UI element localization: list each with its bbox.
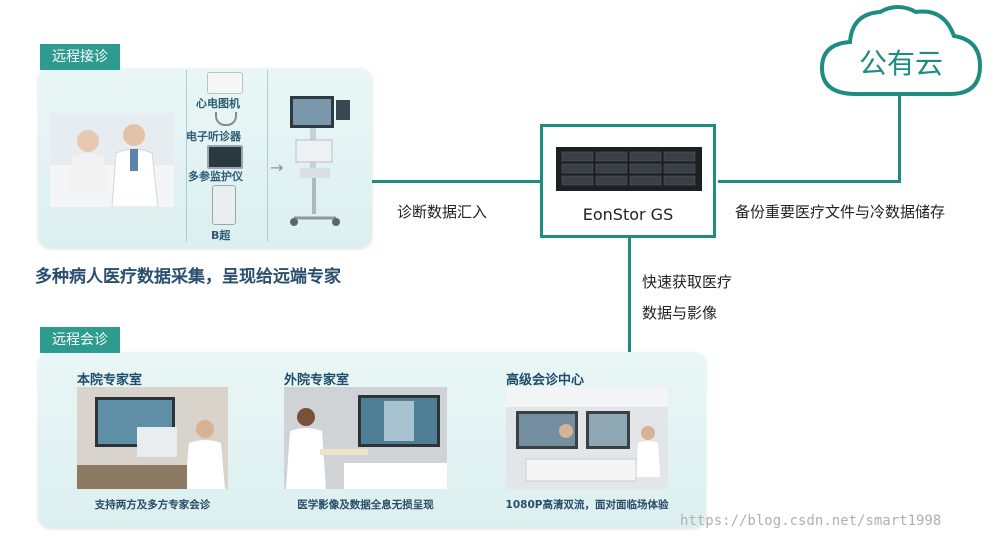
ecg-machine-icon <box>207 72 243 94</box>
room-title-local-experts: 本院专家室 <box>77 373 143 388</box>
arrow-right-icon: → <box>270 158 284 177</box>
public-cloud-label: 公有云 <box>858 47 943 80</box>
eonstor-gs-box: EonStor GS <box>540 124 716 238</box>
connector-consult-to-storage <box>372 180 542 183</box>
monitor-icon <box>207 145 243 169</box>
device-label-ultrasound: B超 <box>211 229 231 242</box>
ultrasound-icon <box>212 185 236 225</box>
external-experts-room-photo <box>284 387 447 489</box>
doctor-patient-photo <box>50 113 174 207</box>
connector-storage-to-conference <box>628 238 631 354</box>
eonstor-gs-label: EonStor GS <box>582 205 674 224</box>
room-title-external-experts: 外院专家室 <box>284 373 350 388</box>
flow-label-fast-access-1: 快速获取医疗 <box>642 273 733 291</box>
device-column <box>186 70 268 242</box>
device-label-monitor: 多参监护仪 <box>188 170 243 183</box>
remote-consult-caption: 多种病人医疗数据采集，呈现给远端专家 <box>35 267 341 287</box>
caption-external-experts: 医学影像及数据全息无损呈现 <box>297 499 434 511</box>
connector-storage-to-cloud-h <box>718 180 900 183</box>
remote-consult-tag: 远程接诊 <box>40 44 120 70</box>
watermark-url: https://blog.csdn.net/smart1998 <box>680 513 942 529</box>
caption-local-experts: 支持两方及多方专家会诊 <box>94 499 211 511</box>
device-label-stethoscope: 电子听诊器 <box>186 130 241 143</box>
storage-array-icon <box>556 147 702 191</box>
connector-storage-to-cloud-v <box>898 96 901 183</box>
flow-label-data-in: 诊断数据汇入 <box>397 203 488 221</box>
advanced-center-photo <box>506 387 668 489</box>
local-experts-room-photo <box>77 387 228 489</box>
medical-cart-image <box>282 90 362 230</box>
caption-advanced-center: 1080P高清双流，面对面临场体验 <box>505 499 669 511</box>
room-title-advanced-center: 高级会诊中心 <box>506 373 585 388</box>
flow-label-fast-access-2: 数据与影像 <box>642 304 718 322</box>
device-label-ecg: 心电图机 <box>196 97 240 110</box>
stethoscope-icon <box>215 112 237 126</box>
flow-label-backup: 备份重要医疗文件与冷数据储存 <box>735 203 946 221</box>
remote-conference-tag: 远程会诊 <box>40 327 120 353</box>
public-cloud-icon <box>816 0 986 100</box>
